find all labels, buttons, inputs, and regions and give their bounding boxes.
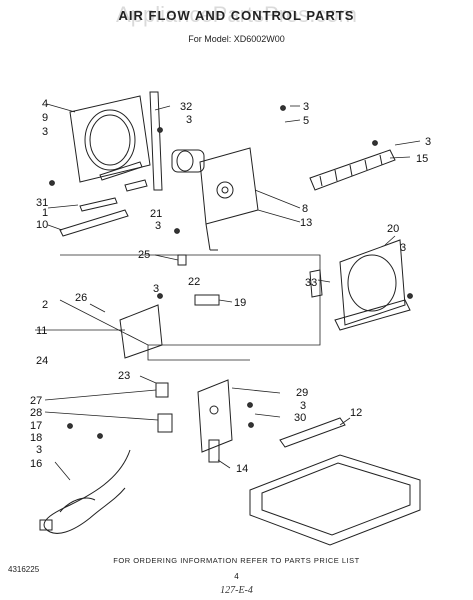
callout-9: 9 xyxy=(42,112,48,124)
switch-23 xyxy=(155,382,169,398)
callout-11: 11 xyxy=(36,325,47,337)
control-panel xyxy=(197,379,233,463)
callout-3c: 3 xyxy=(303,101,309,113)
switch-bracket xyxy=(194,294,220,306)
callout-31: 31 xyxy=(36,197,48,209)
ordering-instruction: FOR ORDERING INFORMATION REFER TO PARTS … xyxy=(113,556,360,565)
callout-13: 13 xyxy=(300,217,312,229)
leader-lines xyxy=(35,103,421,481)
diagram-title: AIR FLOW AND CONTROL PARTS xyxy=(118,8,355,23)
callout-24: 24 xyxy=(36,355,48,367)
callout-3e: 3 xyxy=(155,220,161,232)
handwritten-code: 127-E-4 xyxy=(220,585,253,596)
callout-2: 2 xyxy=(42,299,48,311)
callout-33: 33 xyxy=(305,277,317,289)
callout-18: 18 xyxy=(30,432,42,444)
callout-10: 10 xyxy=(36,219,48,231)
grille-panel xyxy=(309,149,396,191)
callout-3d: 3 xyxy=(425,136,431,148)
callout-3b: 3 xyxy=(186,114,192,126)
callout-25: 25 xyxy=(138,249,150,261)
control-bracket xyxy=(119,304,163,359)
callout-30: 30 xyxy=(294,412,306,424)
document-number: 4316225 xyxy=(8,565,40,574)
callout-22: 22 xyxy=(188,276,200,288)
shroud-brackets xyxy=(59,91,163,237)
power-cord xyxy=(39,449,131,534)
callout-15: 15 xyxy=(416,153,428,165)
thermostat-28 xyxy=(157,413,173,433)
callout-labels: 4 9 3 32 3 3 5 3 15 31 1 10 8 13 21 3 20… xyxy=(30,98,431,475)
capacitor xyxy=(171,149,205,173)
callout-1: 1 xyxy=(42,207,48,219)
callout-17: 17 xyxy=(30,420,42,432)
callout-28: 28 xyxy=(30,407,42,419)
callout-3i: 3 xyxy=(300,400,306,412)
callout-19: 19 xyxy=(234,297,246,309)
callout-32: 32 xyxy=(180,101,192,113)
callout-3a: 3 xyxy=(42,126,48,138)
fan-shroud xyxy=(69,95,151,183)
watermark: AppliancePartsPros.com xyxy=(116,2,357,27)
callout-29: 29 xyxy=(296,387,308,399)
callout-3f: 3 xyxy=(400,242,406,254)
callout-5: 5 xyxy=(303,115,309,127)
callout-20: 20 xyxy=(387,223,399,235)
page-number: 4 xyxy=(234,572,239,581)
callout-3g: 3 xyxy=(153,283,159,295)
callout-8: 8 xyxy=(302,203,308,215)
base-pan xyxy=(249,417,421,546)
callout-14: 14 xyxy=(236,463,248,475)
assembly-outline xyxy=(59,254,321,361)
callout-16: 16 xyxy=(30,458,42,470)
callout-23: 23 xyxy=(118,370,130,382)
callout-27: 27 xyxy=(30,395,42,407)
clip-25 xyxy=(177,254,187,266)
motor-mount-bracket xyxy=(199,147,259,251)
bracket-33 xyxy=(309,269,323,298)
callout-21: 21 xyxy=(150,208,162,220)
callout-26: 26 xyxy=(75,292,87,304)
condenser-shroud xyxy=(334,239,411,331)
callout-3h: 3 xyxy=(36,444,42,456)
callout-4: 4 xyxy=(42,98,48,110)
model-number: For Model: XD6002W00 xyxy=(188,34,285,44)
screws xyxy=(49,105,413,439)
callout-12: 12 xyxy=(350,407,362,419)
